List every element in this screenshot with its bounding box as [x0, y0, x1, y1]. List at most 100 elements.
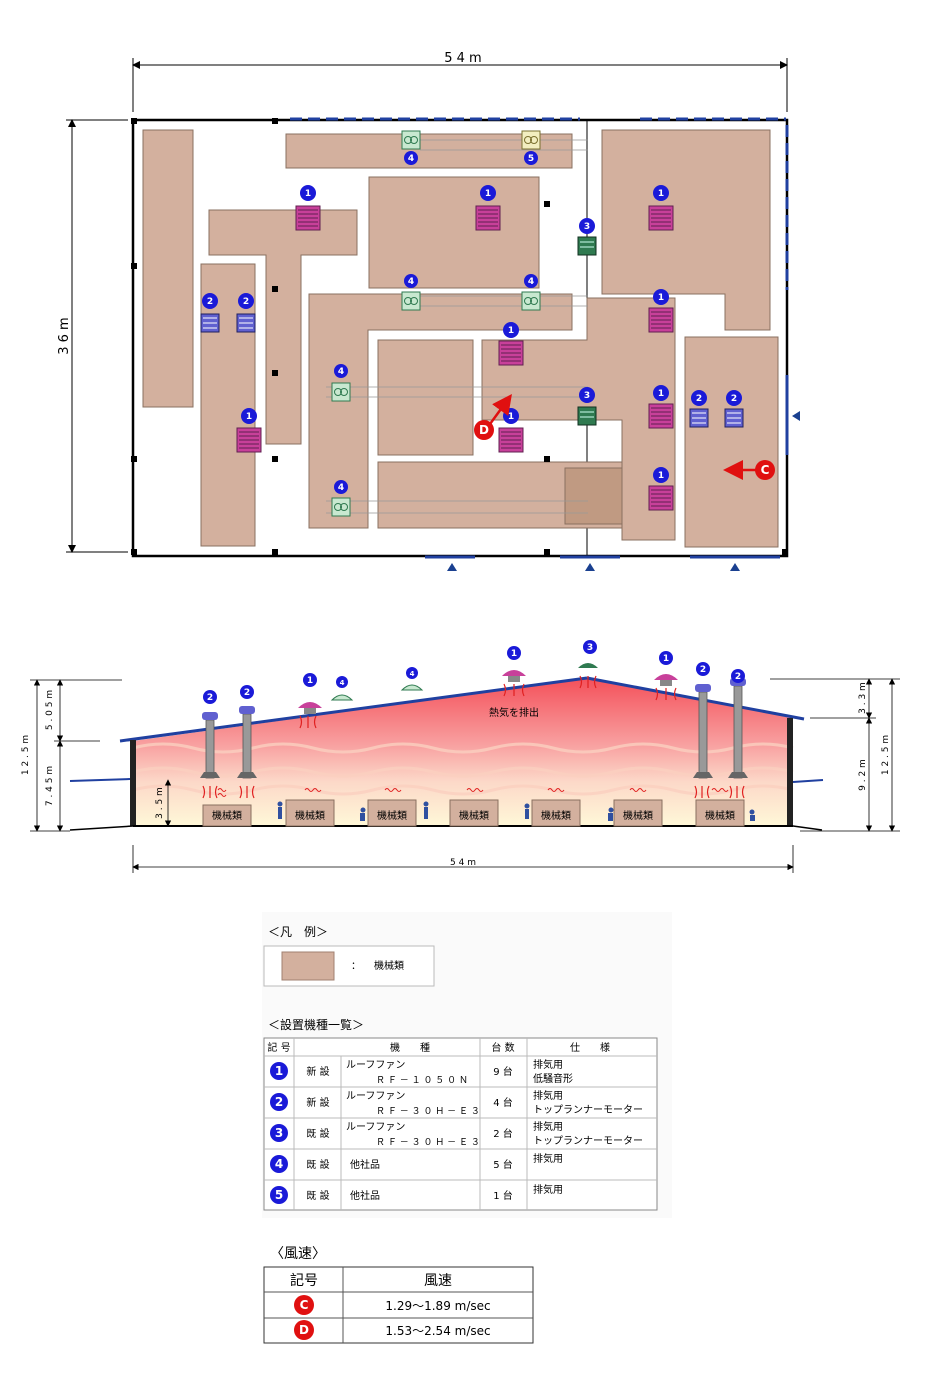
- equipment-row-symbol: 4: [275, 1157, 283, 1171]
- machine-label: 機械類: [212, 809, 242, 822]
- equipment-row-spec-detail: 低騒音形: [533, 1072, 573, 1085]
- wind-badge-d: [474, 420, 494, 440]
- svg-text:1: 1: [508, 412, 514, 422]
- equipment-header-model: 機 種: [390, 1041, 430, 1054]
- equipment-row-spec-detail: トップランナーモーター: [533, 1135, 643, 1147]
- legend-swatch: [281, 951, 335, 981]
- wind-badge-c-label: C: [761, 463, 770, 477]
- section-left-upper: 5 . 0 5 m: [45, 690, 55, 730]
- plan-width-label: 5 4 m: [444, 51, 481, 66]
- section-view: 機械類 機械類 機械類 機械類 機械類 機械類 機械類 熱気を排出: [21, 640, 900, 873]
- wind-badge-d-label: D: [479, 423, 489, 437]
- equipment-row-count: 4 台: [493, 1096, 513, 1109]
- wind-title: 〈風速〉: [270, 1246, 326, 1262]
- equipment-row-symbol: 3: [275, 1126, 283, 1140]
- machine-label: 機械類: [623, 809, 653, 822]
- equipment-header-symbol: 記 号: [267, 1041, 290, 1054]
- worker-icons: [277, 801, 755, 821]
- wind-row-badge: [294, 1320, 314, 1340]
- equipment-row-status: 既 設: [306, 1189, 329, 1202]
- svg-text:2: 2: [700, 665, 706, 675]
- svg-text:3: 3: [587, 643, 593, 653]
- svg-text:1: 1: [305, 189, 311, 199]
- section-inner-height: 3 . 5 m: [155, 787, 165, 819]
- legend-colon: ：: [351, 961, 361, 972]
- equipment-row-spec: 排気用: [533, 1152, 563, 1165]
- svg-text:1: 1: [658, 471, 664, 481]
- equipment-row-spec: 排気用: [533, 1058, 563, 1071]
- section-width-label: 5 4 m: [450, 858, 476, 868]
- svg-text:1: 1: [658, 389, 664, 399]
- plan-view: 5 4 m 3 6 m: [57, 51, 800, 571]
- legend-title: ＜凡 例＞: [268, 925, 328, 939]
- plan-height-label: 3 6 m: [57, 317, 72, 354]
- equipment-row-model: ルーフファン: [346, 1091, 405, 1102]
- equipment-header-count: 台 数: [491, 1041, 514, 1054]
- svg-text:1: 1: [658, 189, 664, 199]
- svg-text:4: 4: [408, 154, 414, 164]
- wind-row-symbol: C: [300, 1298, 309, 1312]
- section-machines: 機械類 機械類 機械類 機械類 機械類 機械類 機械類: [202, 799, 745, 827]
- equipment-row-model: ルーフファン: [346, 1060, 405, 1071]
- equipment-row-spec-detail: トップランナーモーター: [533, 1104, 643, 1116]
- equipment-row-model-code: Ｒ Ｆ － １ ０ ５ ０ Ｎ: [376, 1076, 468, 1086]
- legend-section: ＜凡 例＞ ： 機械類 ＜設置機種一覧＞ 記 号 機 種 台 数 仕 様: [262, 912, 672, 1218]
- section-left-lower: 7 . 4 5 m: [45, 766, 55, 806]
- equipment-row-status: 新 設: [306, 1096, 329, 1109]
- svg-text:4: 4: [338, 367, 344, 377]
- svg-text:2: 2: [731, 394, 737, 404]
- equipment-row-model-code: Ｒ Ｆ － ３ ０ Ｈ － Ｅ ３: [376, 1107, 480, 1117]
- section-left-total: 1 2 . 5 m: [21, 735, 31, 775]
- svg-text:4: 4: [410, 670, 415, 678]
- equipment-row-symbol: 2: [275, 1095, 283, 1109]
- section-fans: [202, 663, 746, 720]
- svg-text:4: 4: [340, 679, 345, 687]
- equipment-row-model: 他社品: [350, 1158, 380, 1171]
- wind-header-symbol: 記号: [290, 1272, 318, 1289]
- svg-text:1: 1: [511, 649, 517, 659]
- wind-header-speed: 風速: [424, 1273, 452, 1289]
- svg-text:1: 1: [663, 654, 669, 664]
- svg-text:4: 4: [408, 277, 414, 287]
- wind-badge-c: [755, 460, 775, 480]
- heat-exhaust-label: 熱気を排出: [489, 706, 539, 719]
- equipment-row-spec: 排気用: [533, 1120, 563, 1133]
- svg-text:5: 5: [528, 154, 534, 164]
- equipment-row-model: 他社品: [350, 1189, 380, 1202]
- svg-text:1: 1: [485, 189, 491, 199]
- svg-text:1: 1: [246, 412, 252, 422]
- wind-section: 〈風速〉 記号 風速 C 1.29〜1.89 m/sec D 1.53〜2.54…: [263, 1246, 534, 1344]
- equipment-row-count: 2 台: [493, 1127, 513, 1140]
- wind-row-badge: [294, 1295, 314, 1315]
- svg-text:3: 3: [584, 391, 590, 401]
- wind-row-symbol: D: [299, 1323, 309, 1337]
- equipment-row-symbol: 5: [275, 1188, 283, 1202]
- svg-text:1: 1: [508, 326, 514, 336]
- equipment-row-status: 既 設: [306, 1127, 329, 1140]
- equipment-row-spec: 排気用: [533, 1183, 563, 1196]
- svg-text:3: 3: [584, 222, 590, 232]
- svg-text:2: 2: [207, 297, 213, 307]
- svg-text:4: 4: [338, 483, 344, 493]
- equipment-row-count: 5 台: [493, 1158, 513, 1171]
- svg-text:2: 2: [207, 693, 213, 703]
- equipment-row-status: 既 設: [306, 1158, 329, 1171]
- machine-label: 機械類: [705, 809, 735, 822]
- machine-label: 機械類: [377, 809, 407, 822]
- section-right-total: 1 2 . 5 m: [881, 735, 891, 775]
- machine-label: 機械類: [459, 809, 489, 822]
- equipment-row-status: 新 設: [306, 1065, 329, 1078]
- svg-text:2: 2: [696, 394, 702, 404]
- equipment-row-count: 9 台: [493, 1065, 513, 1078]
- section-right-lower: 9 . 2 m: [858, 759, 868, 791]
- svg-text:4: 4: [528, 277, 534, 287]
- section-right-upper: 3 . 3 m: [858, 682, 868, 714]
- wind-row-value: 1.53〜2.54 m/sec: [385, 1324, 490, 1338]
- wind-row-value: 1.29〜1.89 m/sec: [385, 1299, 490, 1313]
- wind-arrow-d: [488, 393, 512, 425]
- equipment-table: 記 号 機 種 台 数 仕 様 1 2 3 4 5 新 設 ルーフファン Ｒ Ｆ…: [263, 1037, 658, 1211]
- equipment-row-count: 1 台: [493, 1189, 513, 1202]
- svg-text:1: 1: [307, 676, 313, 686]
